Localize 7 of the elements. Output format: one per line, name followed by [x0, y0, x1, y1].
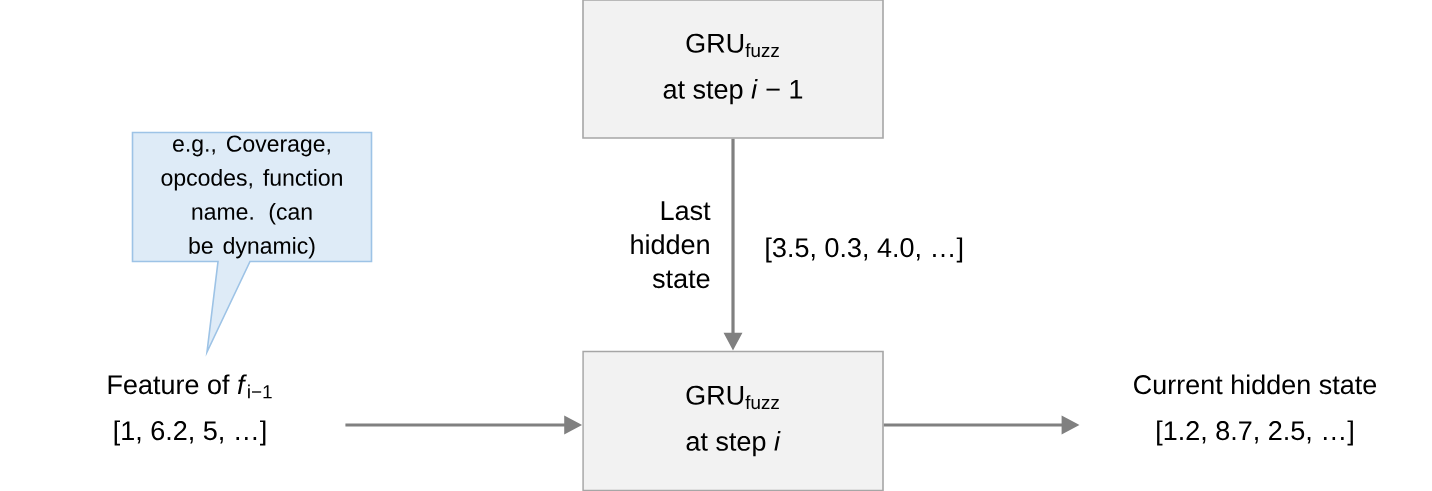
node-text: Feature of f$_{i−1}$ [1, 6.2, 5, …]: [108, 374, 272, 446]
process-box: GRU$_{fuzz}$ at step i: [582, 350, 884, 491]
value-label: [3.5, 0.3, 4.0, …]: [766, 237, 963, 263]
edge-label: Last hidden state: [604, 199, 713, 291]
callout-bubble: e.g., Coverage, opcodes, function name. (can be dynamic): [131, 131, 373, 357]
node-text: Current hidden state [1.2, 8.7, 2.5, …]: [1134, 374, 1377, 446]
process-box: GRU$_{fuzz}$ at step i − 1: [582, 0, 884, 139]
